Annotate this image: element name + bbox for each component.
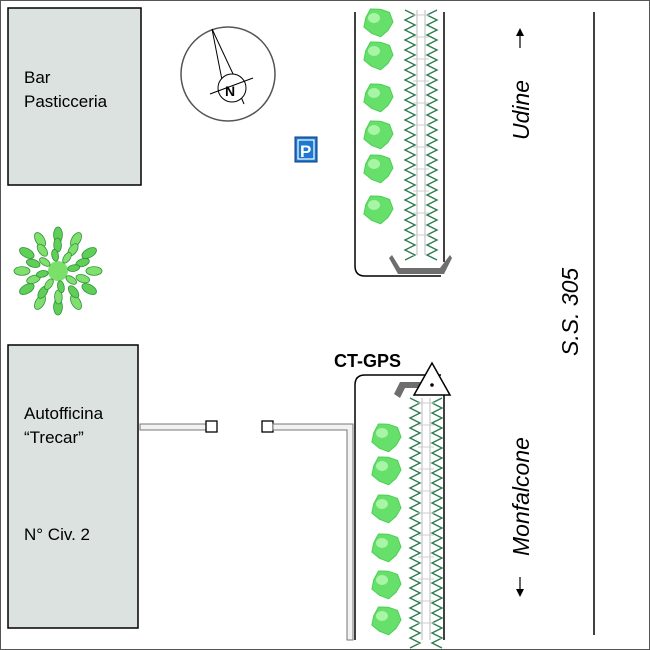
tree-leaf (67, 264, 81, 272)
tree-leaf (62, 252, 72, 264)
shrub (371, 423, 402, 453)
north-kerb-bracket (389, 255, 452, 274)
shrub-highlight (368, 13, 380, 23)
gate-post-left (205, 420, 218, 433)
shrub (363, 8, 394, 38)
tree-leaf (26, 258, 41, 268)
direction-monfalcone-label: Monfalcone (508, 437, 534, 556)
hedge-strip (408, 397, 444, 649)
shrub-highlight (376, 575, 388, 585)
shrub (371, 570, 402, 600)
tree-leaf (75, 274, 90, 284)
shrub (363, 195, 394, 225)
north-median-curb (354, 12, 441, 277)
shrub-highlight (376, 499, 388, 509)
road-ss305: S.S. 305 Udine Monfalcone (508, 12, 595, 635)
tree-leaf (39, 257, 51, 267)
civic-number-label: N° Civ. 2 (24, 525, 90, 544)
shrub (371, 494, 402, 524)
tree-leaf (13, 266, 31, 276)
south-median (354, 374, 445, 649)
hedge-zigzag-left (403, 9, 417, 261)
north-shrubs (363, 8, 394, 225)
tree-leaf (81, 247, 97, 259)
tree-leaf (36, 243, 49, 257)
gate-bar-left (139, 423, 209, 431)
bar-building-shape (7, 7, 142, 186)
shrub (371, 533, 402, 563)
parking-sign-label: P (300, 142, 311, 161)
shrub-highlight (368, 125, 380, 135)
direction-udine-label: Udine (508, 80, 534, 140)
road-name-label: S.S. 305 (557, 268, 583, 356)
shrub-highlight (376, 461, 388, 471)
parking-sign: P (294, 136, 318, 163)
shrub (363, 154, 394, 184)
south-median-curb (354, 374, 441, 640)
tree-leaf (57, 280, 65, 294)
ct-gps-triangle-marker (412, 361, 452, 396)
round-tree (13, 226, 103, 316)
shrub-highlight (368, 46, 380, 56)
compass-hub (217, 73, 247, 103)
fence-line (272, 423, 354, 641)
north-arrow-compass: N (180, 26, 276, 122)
shrub (363, 41, 394, 71)
compass-crossbar (209, 77, 254, 95)
autofficina-label-line2: “Trecar” (24, 428, 84, 447)
shrub (363, 120, 394, 150)
hedge-strip (403, 9, 439, 261)
shrub-highlight (368, 88, 380, 98)
parking-sign-frame (297, 139, 315, 160)
shrub-highlight (368, 159, 380, 169)
shrub-highlight (376, 611, 388, 621)
parking-sign-bg (294, 136, 318, 163)
bar-label-line1: Bar (24, 68, 51, 87)
tree-leaf (19, 247, 35, 259)
autofficina-building-shape (7, 344, 139, 629)
shrub-highlight (376, 538, 388, 548)
shrub (371, 456, 402, 486)
gate-post-right (261, 420, 274, 433)
tree-core (48, 261, 68, 281)
south-hedge (408, 397, 444, 649)
north-hedge (403, 9, 439, 261)
bar-label-line2: Pasticceria (24, 92, 108, 111)
hedge-zigzag-right (430, 397, 444, 649)
tree-leaf (67, 285, 80, 299)
ct-gps-label: CT-GPS (334, 351, 401, 371)
autofficina-building: Autofficina “Trecar” N° Civ. 2 (7, 344, 139, 629)
compass-north-label: N (225, 83, 235, 99)
autofficina-label-line1: Autofficina (24, 404, 104, 423)
tree-leaf (65, 275, 77, 285)
arrow-north-icon (516, 28, 524, 36)
tree-leaf (35, 270, 49, 278)
arrow-south-icon (516, 589, 524, 597)
ct-gps-point (430, 383, 434, 387)
shrub-highlight (376, 428, 388, 438)
gate-barrier (139, 420, 354, 641)
tree-leaf (85, 266, 103, 276)
south-shrubs (371, 423, 402, 636)
tree-leaf (51, 248, 59, 262)
tree-leaf (19, 283, 35, 295)
bar-pasticceria-building: Bar Pasticceria (7, 7, 142, 186)
ct-gps-station: CT-GPS (334, 351, 452, 396)
shrub (363, 83, 394, 113)
tree-leaf (44, 278, 54, 290)
tree-leaf (81, 283, 97, 295)
hedge-zigzag-left (408, 397, 422, 649)
shrub-highlight (368, 200, 380, 210)
hedge-zigzag-right (425, 9, 439, 261)
shrub (371, 606, 402, 636)
north-median (354, 8, 452, 277)
